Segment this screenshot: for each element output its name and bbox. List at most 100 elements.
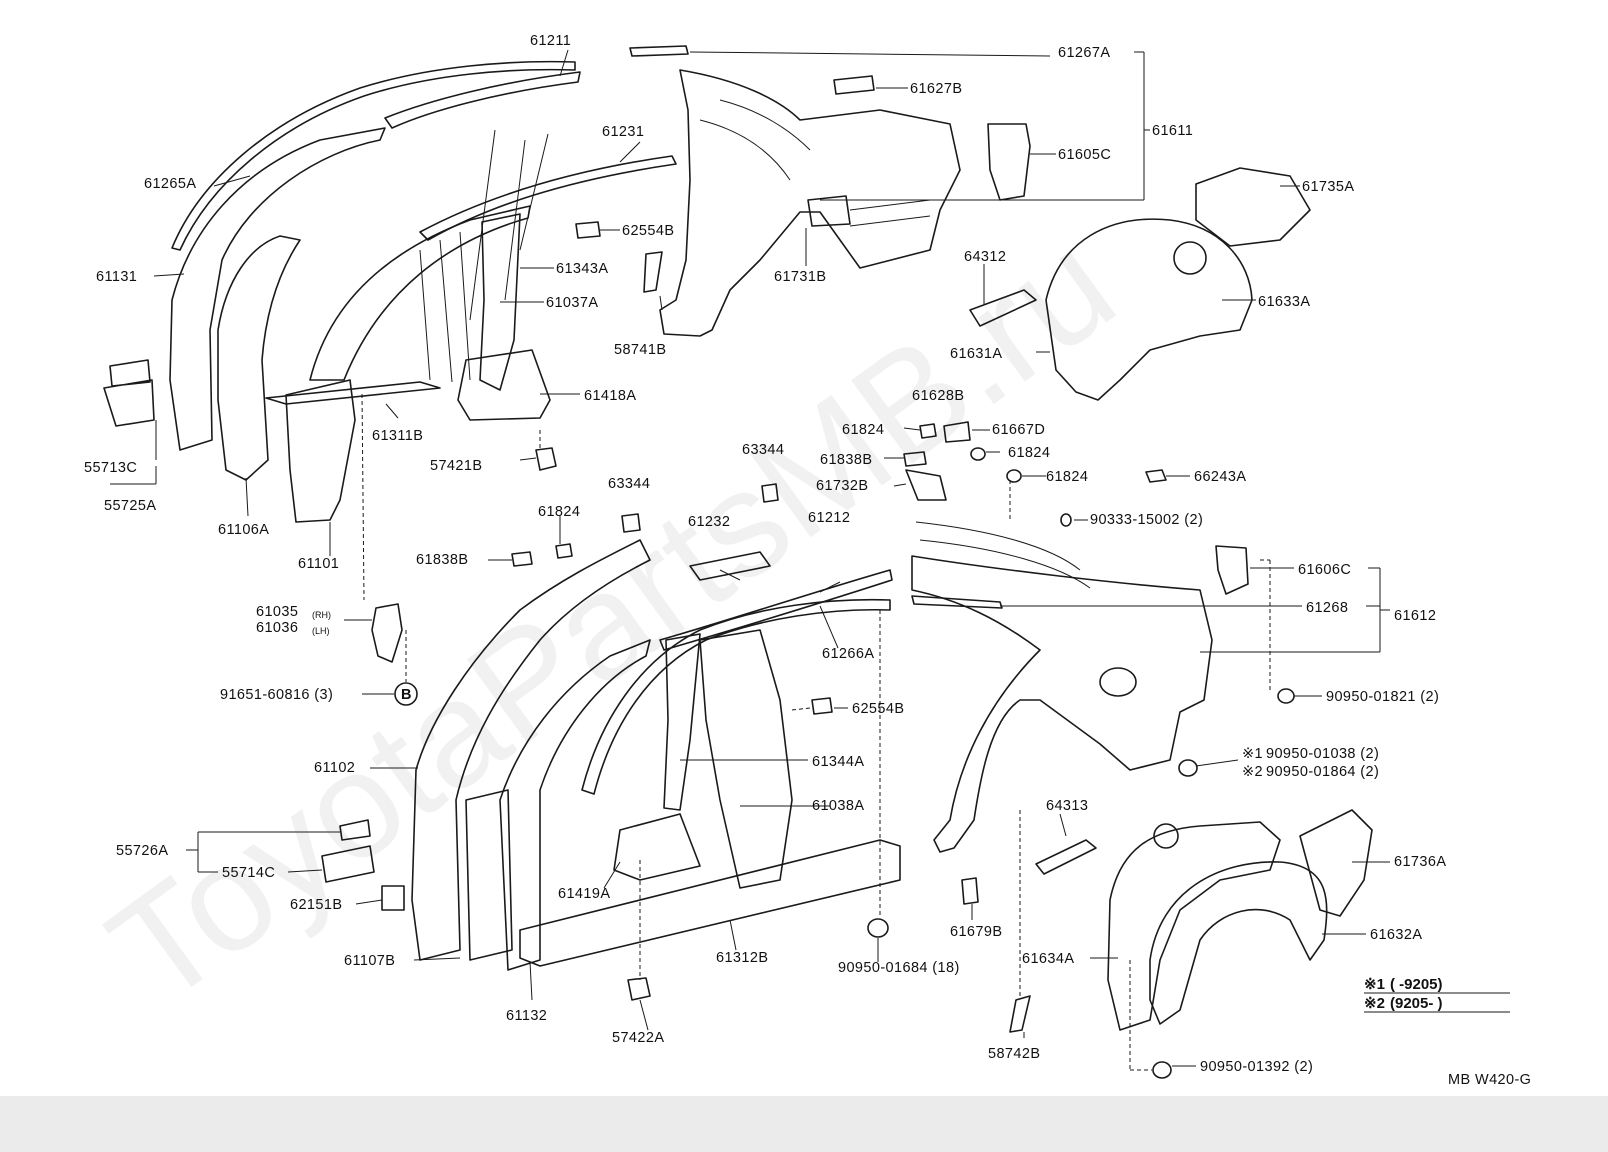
part-63344-a-drawing [761, 483, 779, 503]
label-61667D: 61667D [992, 422, 1045, 438]
label-61631A: 61631A [950, 346, 1002, 362]
marker-b-text: B [401, 687, 412, 703]
label-61679B: 61679B [950, 924, 1002, 940]
part-61838B-mid-drawing [511, 551, 533, 567]
part-61266A-drawing [581, 598, 891, 795]
part-90333-drawing [1060, 513, 1072, 527]
label-61036: 61036 [256, 620, 298, 636]
part-61344A-drawing [663, 633, 701, 811]
part-61231-drawing [419, 155, 677, 241]
part-90950-01392-drawing [1152, 1061, 1172, 1079]
label-mark2-prefix: ※2 [1242, 764, 1263, 780]
leader-lines [110, 49, 1390, 1067]
part-64313-drawing [1035, 839, 1097, 875]
label-61131: 61131 [96, 269, 137, 285]
label-61605C: 61605C [1058, 147, 1111, 163]
part-61343A-drawing [479, 213, 521, 391]
part-61735A-drawing [1195, 167, 1311, 247]
diagram-sheet: ToyotaPartsMB.ru [80, 33, 1531, 1088]
part-61106A-drawing [217, 235, 301, 481]
part-55714C-drawing [321, 845, 375, 883]
part-61824-d-drawing [555, 543, 573, 559]
part-61232-drawing [689, 551, 771, 581]
quarter-panel-upper [629, 45, 1031, 337]
part-61633A-drawing [1045, 218, 1253, 401]
part-61419A-drawing [613, 813, 701, 881]
label-64312: 64312 [964, 249, 1006, 265]
part-61632A-drawing [1149, 861, 1328, 1025]
legend-mark2-range: (9205- ) [1390, 995, 1443, 1012]
label-90950-01864: 90950-01864 (2) [1266, 764, 1379, 780]
label-61211: 61211 [530, 33, 571, 49]
label-61633A: 61633A [1258, 294, 1310, 310]
label-61736A: 61736A [1394, 854, 1446, 870]
legend-mark1-symbol: ※1 [1364, 976, 1385, 993]
label-90333-15002: 90333-15002 (2) [1090, 512, 1203, 528]
part-61211-drawing [384, 71, 581, 129]
part-61667D-drawing [943, 421, 971, 443]
label-61035-side: (RH) [312, 610, 331, 620]
label-61037A: 61037A [546, 295, 598, 311]
label-61311B: 61311B [372, 428, 423, 444]
part-61268-drawing [911, 595, 1003, 609]
label-61232: 61232 [688, 514, 730, 530]
part-61736A-drawing [1299, 809, 1373, 917]
label-61343A: 61343A [556, 261, 608, 277]
label-61628B: 61628B [912, 388, 964, 404]
part-90950-01821-drawing [1277, 688, 1295, 704]
label-90950-01038: 90950-01038 (2) [1266, 746, 1379, 762]
label-61102: 61102 [314, 760, 355, 776]
label-55713C: 55713C [84, 460, 137, 476]
label-61611: 61611 [1152, 123, 1193, 139]
label-63344-a: 63344 [742, 442, 784, 458]
label-61824-c: 61824 [1046, 469, 1088, 485]
part-61731B-drawing [807, 195, 851, 227]
dashed-hardware-lines [361, 393, 1271, 1071]
bracket-small-parts-left [103, 359, 557, 706]
part-61611-detail [699, 99, 931, 227]
wheelhouse-upper [969, 167, 1311, 401]
label-61732B: 61732B [816, 478, 868, 494]
label-61265A: 61265A [144, 176, 196, 192]
label-61106A: 61106A [218, 522, 269, 538]
part-61605C-drawing [987, 123, 1031, 201]
diagram-code: MB W420-G [1448, 1072, 1531, 1088]
part-61679B-drawing [961, 877, 979, 905]
label-61838B-mid: 61838B [416, 552, 468, 568]
label-61038A: 61038A [812, 798, 864, 814]
label-61266A: 61266A [822, 646, 874, 662]
label-61838B-top: 61838B [820, 452, 872, 468]
label-61731B: 61731B [774, 269, 826, 285]
part-55726A-drawing [339, 819, 371, 841]
part-61633A-cup [1173, 241, 1207, 275]
label-62151B: 62151B [290, 897, 342, 913]
label-61606C: 61606C [1298, 562, 1351, 578]
label-61268: 61268 [1306, 600, 1348, 616]
label-90950-01684: 90950-01684 (18) [838, 960, 960, 976]
label-61419A: 61419A [558, 886, 610, 902]
part-61634A-cup [1153, 823, 1179, 849]
label-61824-d: 61824 [538, 504, 580, 520]
part-61312B-drawing [519, 839, 901, 967]
part-number-labels: 61211 61267A 61627B 61611 61605C 61735A … [84, 33, 1446, 1075]
label-62554B-top: 62554B [622, 223, 674, 239]
label-64313: 64313 [1046, 798, 1088, 814]
label-90950-01392: 90950-01392 (2) [1200, 1059, 1313, 1075]
part-61634A-drawing [1107, 821, 1281, 1031]
label-57422A: 57422A [612, 1030, 664, 1046]
part-61627B-drawing [833, 75, 875, 95]
label-57421B: 57421B [430, 458, 482, 474]
quarter-panel-lower [911, 521, 1295, 1033]
part-57421B-drawing [535, 447, 557, 471]
body-panel-exploded-diagram: ToyotaPartsMB.ru [80, 33, 1531, 1088]
label-55714C: 55714C [222, 865, 275, 881]
center-parts [511, 421, 1167, 567]
label-mark1-prefix: ※1 [1242, 746, 1263, 762]
legend-mark1-range: ( -9205) [1390, 976, 1443, 993]
part-64312-drawing [969, 289, 1037, 327]
label-61101: 61101 [298, 556, 339, 572]
part-62554B-mid-drawing [811, 697, 833, 715]
label-58742B: 58742B [988, 1046, 1040, 1062]
label-61735A: 61735A [1302, 179, 1354, 195]
